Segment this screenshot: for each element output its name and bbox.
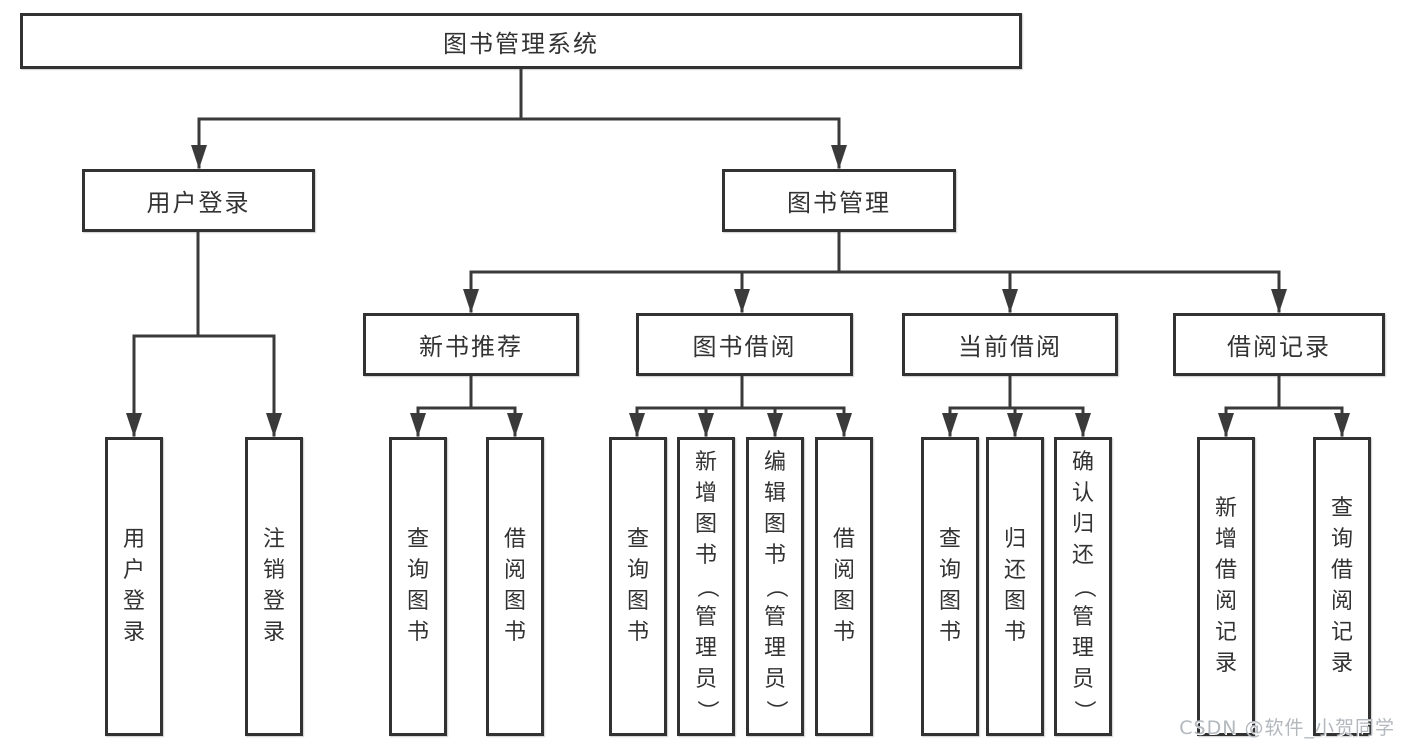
node-label: 当前借阅 xyxy=(958,333,1062,361)
node-label: 查询图书 xyxy=(626,527,649,645)
arrowheads xyxy=(126,145,1350,437)
node-book-management: 图书管理 xyxy=(722,169,956,232)
node-label: 确认归还（管理员） xyxy=(1070,449,1096,722)
leaf-borrow-books: 借阅图书 xyxy=(815,437,873,736)
node-label: 用户登录 xyxy=(146,189,251,217)
node-new-book-recommend: 新书推荐 xyxy=(363,313,579,376)
tree-branch-lines xyxy=(132,67,1344,437)
leaf-query-books-current: 查询图书 xyxy=(921,437,979,736)
arrow-down-icon xyxy=(1334,413,1350,437)
node-borrow-records: 借阅记录 xyxy=(1173,313,1385,376)
leaf-borrow-books-recommend: 借阅图书 xyxy=(486,437,544,736)
arrow-down-icon xyxy=(507,413,523,437)
arrow-down-icon xyxy=(1075,413,1091,437)
node-label: 新增图书（管理员） xyxy=(693,449,719,722)
arrow-down-icon xyxy=(767,413,783,437)
leaf-confirm-return-admin: 确认归还（管理员） xyxy=(1054,437,1112,736)
leaf-add-book-admin: 新增图书（管理员） xyxy=(677,437,735,736)
node-user-login: 用户登录 xyxy=(82,169,315,232)
leaf-edit-book-admin: 编辑图书（管理员） xyxy=(746,437,804,736)
arrow-down-icon xyxy=(942,413,958,437)
arrow-down-icon xyxy=(126,413,142,437)
node-label: 借阅图书 xyxy=(503,527,526,645)
arrow-down-icon xyxy=(836,413,852,437)
leaf-query-books-recommend: 查询图书 xyxy=(389,437,447,736)
node-label: 图书借阅 xyxy=(692,333,797,361)
node-library-system: 图书管理系统 xyxy=(20,13,1022,69)
node-label: 归还图书 xyxy=(1003,527,1026,645)
node-label: 新增借阅记录 xyxy=(1214,496,1237,676)
node-label: 图书管理 xyxy=(787,189,891,217)
leaf-return-books: 归还图书 xyxy=(986,437,1044,736)
node-book-borrow: 图书借阅 xyxy=(636,313,853,376)
arrow-down-icon xyxy=(1007,413,1023,437)
node-label: 编辑图书（管理员） xyxy=(762,449,788,722)
arrow-down-icon xyxy=(629,413,645,437)
leaf-query-borrow-record: 查询借阅记录 xyxy=(1313,437,1371,736)
arrow-down-icon xyxy=(1218,413,1234,437)
node-label: 用户登录 xyxy=(122,527,145,645)
leaf-user-login: 用户登录 xyxy=(105,437,163,736)
leaf-logout-login: 注销登录 xyxy=(245,437,303,736)
node-label: 新书推荐 xyxy=(419,333,523,361)
node-label: 借阅图书 xyxy=(832,527,855,645)
arrow-down-icon xyxy=(698,413,714,437)
node-label: 查询图书 xyxy=(938,527,961,645)
node-label: 图书管理系统 xyxy=(443,29,599,58)
arrow-down-icon xyxy=(1002,289,1018,313)
arrow-down-icon xyxy=(831,145,847,169)
node-label: 查询图书 xyxy=(406,527,429,645)
leaf-add-borrow-record: 新增借阅记录 xyxy=(1197,437,1255,736)
node-label: 查询借阅记录 xyxy=(1330,496,1353,676)
node-label: 注销登录 xyxy=(262,527,285,645)
leaf-query-books-borrow: 查询图书 xyxy=(609,437,667,736)
arrow-down-icon xyxy=(1271,289,1287,313)
arrow-down-icon xyxy=(734,289,750,313)
node-label: 借阅记录 xyxy=(1227,333,1331,361)
arrow-down-icon xyxy=(266,413,282,437)
arrow-down-icon xyxy=(191,145,207,169)
arrow-down-icon xyxy=(463,289,479,313)
node-current-borrow: 当前借阅 xyxy=(902,313,1118,376)
arrow-down-icon xyxy=(410,413,426,437)
csdn-watermark: CSDN @软件_小贺同学 xyxy=(1179,717,1395,739)
